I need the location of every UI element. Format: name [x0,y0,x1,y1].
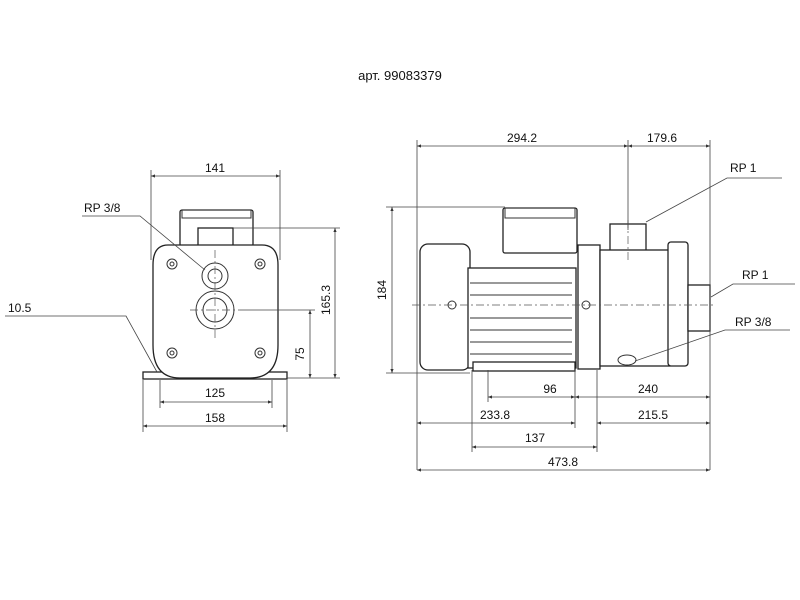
dim-10-5: 10.5 [8,301,32,315]
dim-125: 125 [205,386,225,400]
pump-chamber [599,249,671,367]
dim-473-8: 473.8 [548,455,578,469]
dim-158: 158 [205,411,225,425]
dim-141: 141 [205,161,225,175]
inlet-stub [687,284,711,332]
dim-179-6: 179.6 [647,131,677,145]
pump-housing [152,244,279,379]
side-view: 294.2 179.6 RP 1 RP 1 RP 3/8 184 96 240 … [375,131,795,472]
front-view: 141 RP 3/8 10.5 125 158 165.3 75 [5,161,340,432]
dim-184: 184 [375,280,389,300]
fan-cover [419,243,471,371]
dim-233-8: 233.8 [480,408,510,422]
dim-137: 137 [525,431,545,445]
label-rp-3-8-front: RP 3/8 [84,201,121,215]
outlet-port [197,227,234,247]
label-rp-1-front: RP 1 [742,268,769,282]
article-number: арт. 99083379 [358,68,442,83]
terminal-box-side [502,207,578,254]
label-rp-1-top: RP 1 [730,161,757,175]
dim-240: 240 [638,382,658,396]
dim-215-5: 215.5 [638,408,668,422]
dim-294-2: 294.2 [507,131,537,145]
label-rp-3-8-side: RP 3/8 [735,315,772,329]
cooling-fins [470,282,572,355]
dim-96: 96 [543,382,557,396]
drain-plug [617,354,637,366]
front-flange [667,241,689,367]
dim-165-3: 165.3 [319,285,333,315]
dim-75: 75 [293,347,307,361]
